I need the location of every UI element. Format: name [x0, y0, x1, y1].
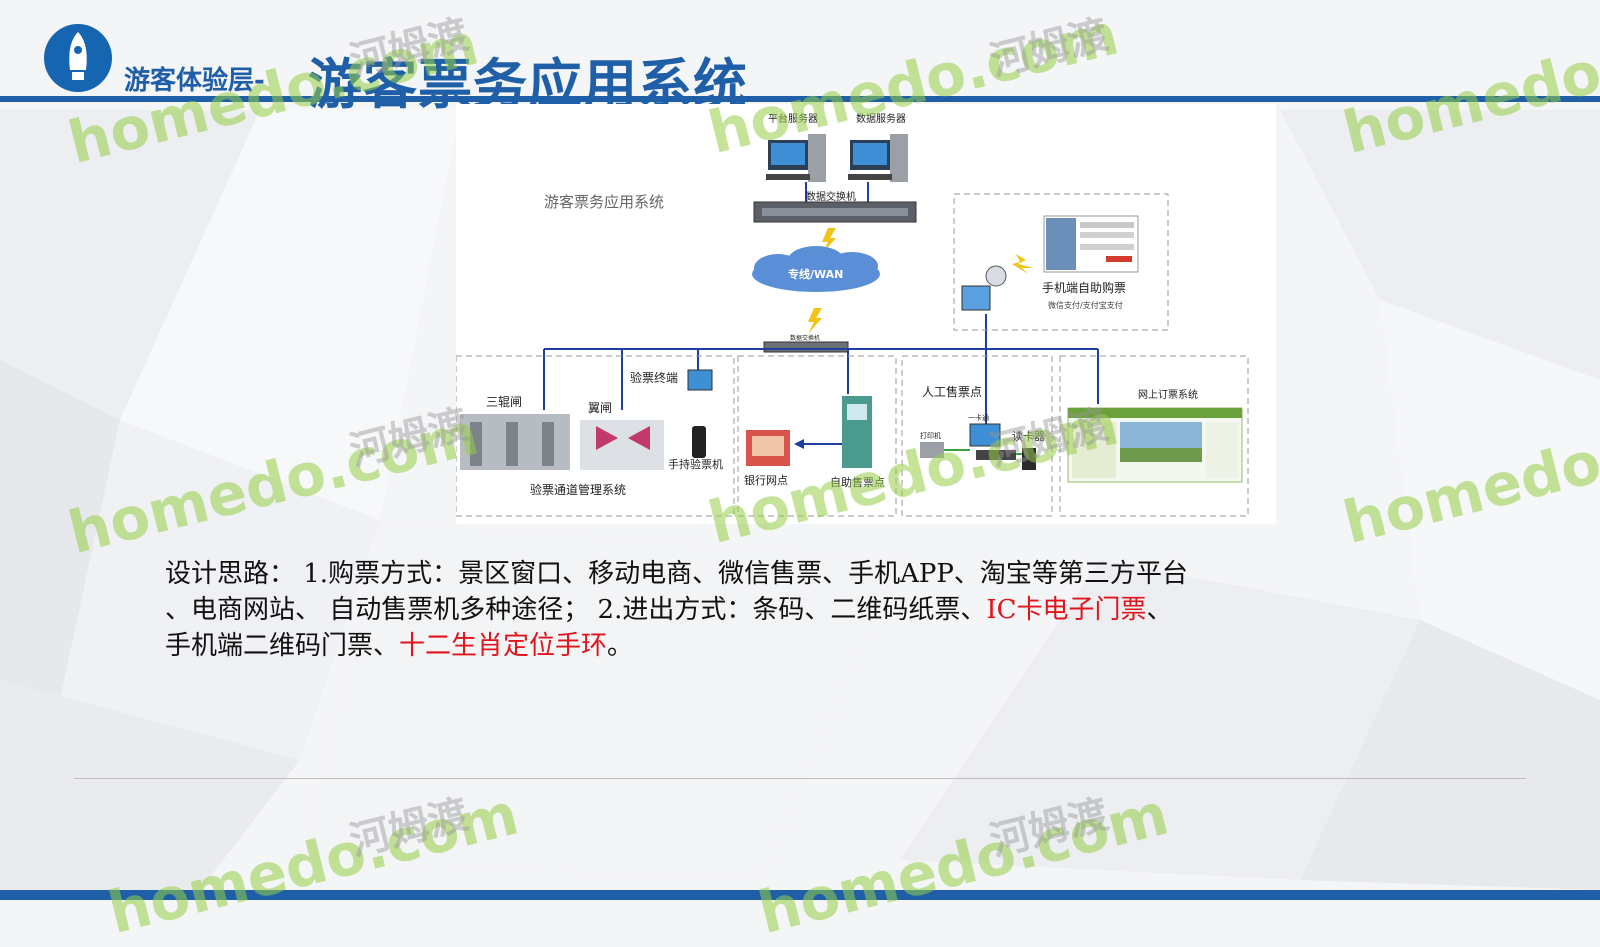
mobile-purchase-label: 手机端自助购票	[1042, 280, 1126, 295]
website-screenshot-icon	[1067, 407, 1243, 483]
lightning-icon	[808, 308, 822, 334]
wing-gate-label: 翼闸	[588, 401, 612, 415]
wan-cloud-icon	[752, 246, 880, 292]
design-line-1: 设计思路： 1.购票方式：景区窗口、移动电商、微信售票、手机APP、淘宝等第三方…	[165, 559, 1188, 589]
kiosk-icon	[842, 396, 872, 468]
network-diagram: 游客票务应用系统 平台服务器 数据服务器 数据交换机 专线/WAN 数据交换机	[456, 104, 1276, 524]
manual-point-label: 人工售票点	[922, 384, 982, 399]
wing-gate-icon	[580, 420, 664, 470]
bank-label: 银行网点	[744, 473, 788, 487]
data-switch-mid-label: 数据交换机	[790, 334, 820, 342]
satellite-dish-icon	[961, 265, 1007, 311]
wan-label: 专线/WAN	[788, 267, 843, 281]
mobile-pay-label: 微信支付/支付宝支付	[1048, 300, 1123, 310]
data-server-label: 数据服务器	[856, 112, 906, 125]
data-server-icon	[848, 134, 908, 182]
reader-label: 读卡器	[1012, 429, 1045, 443]
zodiac-wristband-highlight: 十二生肖定位手环	[399, 631, 608, 661]
printer-label: 打印机	[920, 431, 941, 440]
gate-mgmt-label: 验票通道管理系统	[530, 482, 626, 497]
turnstile-icon	[460, 414, 570, 470]
data-switch-top-label: 数据交换机	[806, 190, 856, 203]
background-pattern	[0, 360, 1600, 890]
manual-pc-icon	[969, 423, 1001, 447]
header-rule	[0, 96, 1600, 102]
self-service-group-box	[737, 355, 897, 517]
online-system-label: 网上订票系统	[1138, 388, 1198, 401]
turnstile-label: 三辊闸	[486, 395, 522, 409]
printer-icon	[920, 442, 944, 458]
handheld-label: 手持验票机	[668, 457, 723, 471]
check-terminal-label: 验票终端	[630, 370, 678, 385]
lightning-icon	[1012, 254, 1034, 274]
handheld-icon	[692, 426, 706, 458]
mobile-app-screenshot-icon	[1043, 215, 1139, 273]
platform-server-icon	[766, 134, 826, 182]
reader-icon	[1022, 448, 1036, 470]
self-service-label: 自助售票点	[830, 475, 885, 489]
online-group-box	[1059, 355, 1249, 517]
platform-server-label: 平台服务器	[768, 112, 818, 125]
footer-rule	[74, 778, 1526, 779]
footer-bar	[0, 890, 1600, 900]
system-label: 游客票务应用系统	[544, 193, 664, 211]
manual-group-box	[901, 355, 1053, 517]
data-switch-mid-icon	[763, 341, 849, 353]
design-line-3: 手机端二维码门票、十二生肖定位手环。	[165, 631, 634, 661]
logo-icon	[44, 24, 112, 92]
design-line-2: 、电商网站、 自动售票机多种途径； 2.进出方式：条码、二维码纸票、IC卡电子门…	[165, 595, 1173, 625]
one-card-label: 一卡通	[968, 413, 989, 422]
check-terminal-icon	[687, 369, 713, 391]
mobile-group-box	[953, 193, 1169, 331]
design-notes: 设计思路： 1.购票方式：景区窗口、移动电商、微信售票、手机APP、淘宝等第三方…	[165, 556, 1375, 664]
ic-card-highlight: IC卡电子门票	[986, 595, 1147, 625]
section-subtitle: 游客体验层-	[124, 66, 265, 96]
